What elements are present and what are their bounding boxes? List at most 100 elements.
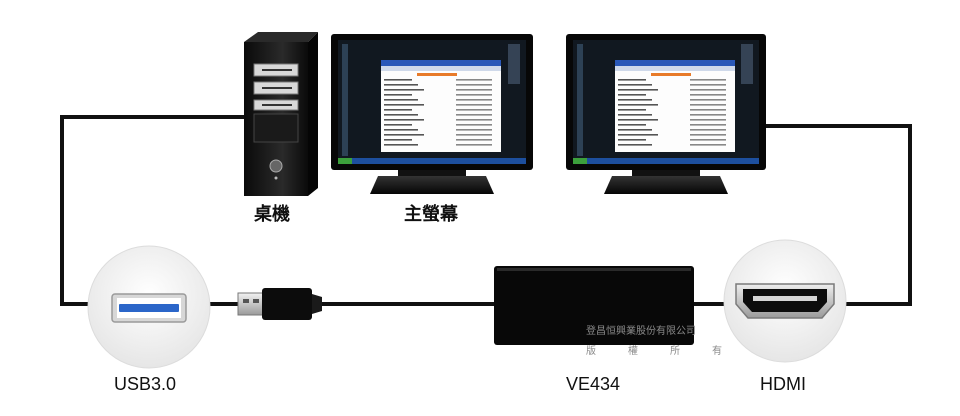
adapter-body bbox=[494, 266, 694, 345]
spreadsheet-row-text bbox=[384, 79, 412, 81]
spreadsheet-row-values bbox=[456, 109, 492, 111]
desktop-icons-column-right bbox=[508, 44, 520, 84]
watermark-rights: 版權所有 bbox=[586, 346, 754, 357]
spreadsheet-row-values bbox=[456, 94, 492, 96]
hdmi-label: HDMI bbox=[760, 374, 806, 394]
tower-top bbox=[244, 32, 318, 42]
desktop-icons-column-left bbox=[342, 44, 348, 156]
spreadsheet-row-text bbox=[618, 124, 646, 126]
usb-plug-body bbox=[262, 288, 312, 320]
main-monitor bbox=[331, 34, 533, 194]
hdmi-pins bbox=[753, 296, 817, 301]
spreadsheet-row-values bbox=[690, 89, 726, 91]
monitor-neck bbox=[632, 170, 700, 176]
spreadsheet-row-text bbox=[384, 104, 424, 106]
monitor-neck bbox=[398, 170, 466, 176]
spreadsheet-row-text bbox=[384, 134, 424, 136]
spreadsheet-row-text bbox=[384, 84, 418, 86]
watermark-company: 登昌恒興業股份有限公司 bbox=[586, 326, 696, 337]
spreadsheet-row-text bbox=[618, 129, 652, 131]
spreadsheet-row-text bbox=[618, 89, 658, 91]
drive-slot-3 bbox=[262, 104, 292, 106]
copyright-watermark: 登昌恒興業股份有限公司 版權所有 bbox=[586, 322, 754, 362]
spreadsheet-row-text bbox=[618, 139, 646, 141]
monitor-stand bbox=[604, 176, 728, 194]
spreadsheet-row-text bbox=[618, 109, 646, 111]
spreadsheet-row-text bbox=[618, 134, 658, 136]
spreadsheet-row-values bbox=[456, 114, 492, 116]
spreadsheet-row-text bbox=[384, 114, 418, 116]
spreadsheet-row-values bbox=[690, 134, 726, 136]
spreadsheet-row-values bbox=[690, 79, 726, 81]
monitor-stand bbox=[370, 176, 494, 194]
spreadsheet-titlebar bbox=[381, 60, 501, 66]
taskbar bbox=[338, 158, 526, 164]
spreadsheet-row-values bbox=[456, 89, 492, 91]
usb-label: USB3.0 bbox=[114, 374, 177, 394]
drive-slot-2 bbox=[262, 87, 292, 89]
spreadsheet-row-text bbox=[384, 94, 412, 96]
spreadsheet-row-text bbox=[618, 114, 652, 116]
spreadsheet-row-values bbox=[690, 94, 726, 96]
usb-plug-hole-2 bbox=[253, 299, 259, 303]
start-button bbox=[338, 158, 352, 164]
usb-plug-metal bbox=[237, 292, 265, 316]
desktop-tower bbox=[244, 32, 318, 196]
usb-plug-hole-1 bbox=[243, 299, 249, 303]
desktop-icons-column-right bbox=[741, 44, 753, 84]
drive-slot-1 bbox=[262, 69, 292, 71]
spreadsheet-rows bbox=[618, 79, 726, 146]
spreadsheet-row-values bbox=[456, 129, 492, 131]
spreadsheet-row-values bbox=[690, 144, 726, 146]
spreadsheet-row-values bbox=[690, 139, 726, 141]
spreadsheet-row-values bbox=[456, 84, 492, 86]
adapter-highlight bbox=[497, 268, 691, 271]
usb-plug bbox=[237, 288, 496, 320]
taskbar bbox=[573, 158, 759, 164]
adapter-label: VE434 bbox=[566, 374, 621, 394]
spreadsheet-row-text bbox=[618, 79, 646, 81]
spreadsheet-toolbar bbox=[381, 66, 501, 71]
spreadsheet-row-text bbox=[384, 129, 418, 131]
spreadsheet-row-values bbox=[690, 129, 726, 131]
power-led bbox=[274, 176, 278, 180]
main-monitor-label: 主螢幕 bbox=[404, 204, 458, 225]
spreadsheet-row-text bbox=[384, 139, 412, 141]
start-button bbox=[573, 158, 587, 164]
spreadsheet-row-text bbox=[618, 144, 652, 146]
spreadsheet-row-values bbox=[456, 119, 492, 121]
spreadsheet-row-text bbox=[384, 89, 424, 91]
spreadsheet-row-text bbox=[384, 144, 418, 146]
tower-side bbox=[308, 32, 318, 196]
spreadsheet-row-text bbox=[618, 99, 652, 101]
second-monitor bbox=[566, 34, 766, 194]
spreadsheet-row-values bbox=[690, 84, 726, 86]
spreadsheet-row-values bbox=[690, 99, 726, 101]
hdmi-cable-line bbox=[765, 124, 912, 306]
usb-port-badge bbox=[87, 245, 211, 369]
spreadsheet-row-values bbox=[690, 114, 726, 116]
spreadsheet-row-values bbox=[690, 109, 726, 111]
spreadsheet-header bbox=[417, 73, 457, 76]
spreadsheet-row-text bbox=[618, 119, 658, 121]
spreadsheet-header bbox=[651, 73, 691, 76]
spreadsheet-row-text bbox=[384, 99, 418, 101]
spreadsheet-row-values bbox=[456, 99, 492, 101]
spreadsheet-row-values bbox=[690, 104, 726, 106]
ve434-adapter bbox=[494, 266, 694, 345]
spreadsheet-row-values bbox=[456, 104, 492, 106]
spreadsheet-row-text bbox=[618, 104, 658, 106]
spreadsheet-row-values bbox=[456, 79, 492, 81]
spreadsheet-row-values bbox=[456, 134, 492, 136]
cable-lines bbox=[60, 115, 912, 306]
power-button-icon bbox=[269, 159, 283, 173]
desktop-icons-column-left bbox=[577, 44, 583, 156]
spreadsheet-row-text bbox=[618, 94, 646, 96]
tower-panel bbox=[253, 113, 299, 143]
spreadsheet-row-values bbox=[456, 139, 492, 141]
spreadsheet-row-text bbox=[618, 84, 652, 86]
spreadsheet-row-text bbox=[384, 119, 424, 121]
spreadsheet-row-values bbox=[456, 124, 492, 126]
spreadsheet-row-values bbox=[690, 119, 726, 121]
